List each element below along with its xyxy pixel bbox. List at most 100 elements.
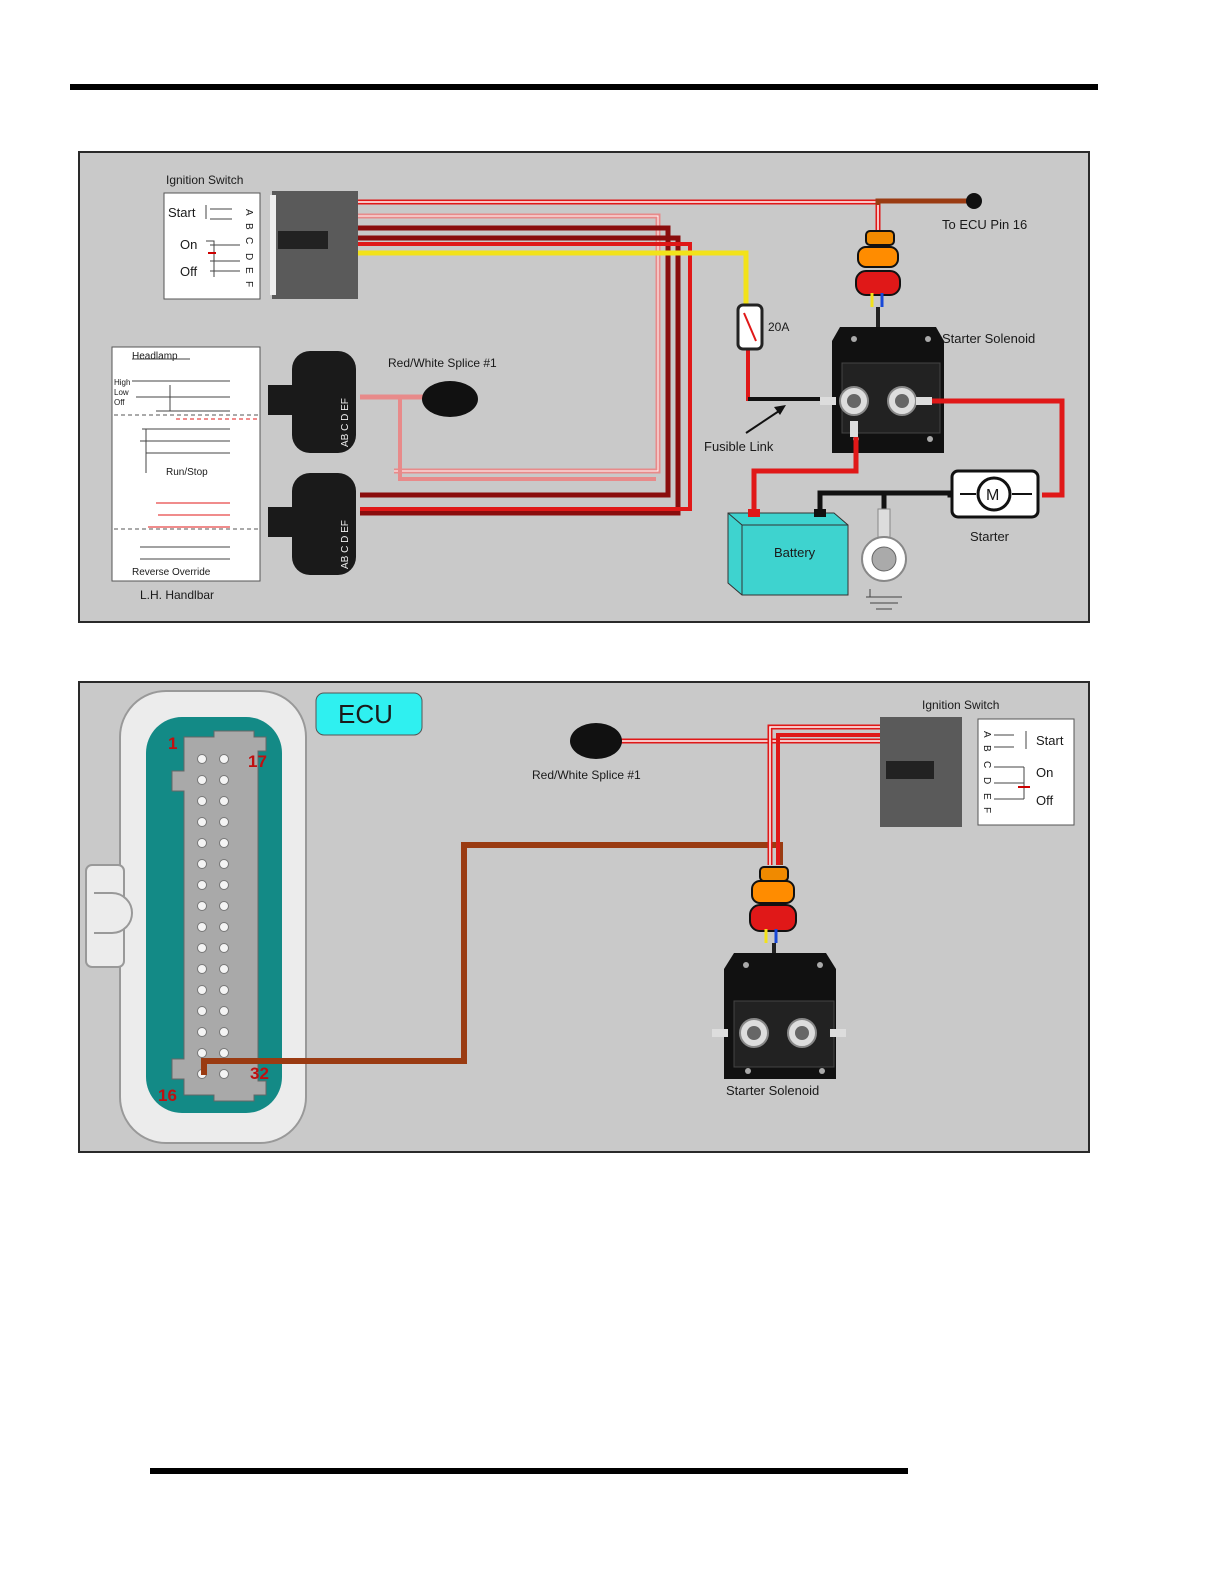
ignition2-pin-b: B bbox=[981, 745, 992, 752]
battery: Battery bbox=[727, 509, 849, 596]
ecu-pin-hole bbox=[197, 901, 207, 911]
ignition-connector-2 bbox=[880, 717, 962, 827]
battery-label: Battery bbox=[774, 545, 816, 560]
fusible-link-arrow bbox=[745, 408, 783, 434]
headlamp-low-label: Low bbox=[114, 388, 129, 397]
ignition2-pin-f: F bbox=[981, 807, 992, 813]
ecu-pin-hole bbox=[219, 796, 229, 806]
ignition2-pin-c: C bbox=[981, 761, 992, 768]
ecu-pin-hole bbox=[219, 775, 229, 785]
reverse-override-label: Reverse Override bbox=[132, 567, 211, 578]
splice-label-2: Red/White Splice #1 bbox=[532, 768, 641, 782]
upper-connector-pins: AB C D EF bbox=[340, 398, 351, 447]
ignition-start-label: Start bbox=[168, 205, 196, 220]
motor-symbol: M bbox=[986, 487, 999, 504]
ignition-switch-title: Ignition Switch bbox=[166, 173, 243, 187]
ecu-pin-hole bbox=[219, 880, 229, 890]
ignition-pin-d: D bbox=[243, 253, 254, 260]
ecu-pin-hole bbox=[197, 922, 207, 932]
solenoid-label: Starter Solenoid bbox=[942, 331, 1035, 346]
ecu-pin-16-label: 16 bbox=[158, 1086, 177, 1105]
ecu-pin-hole bbox=[219, 817, 229, 827]
ecu-pin-hole bbox=[219, 964, 229, 974]
splice-label: Red/White Splice #1 bbox=[388, 356, 497, 370]
ignition-off-label: Off bbox=[180, 264, 197, 279]
ecu-pin-hole bbox=[197, 1048, 207, 1058]
ecu-pin-hole bbox=[197, 775, 207, 785]
starter-solenoid-2 bbox=[712, 953, 846, 1079]
ecu-pin-32-label: 32 bbox=[250, 1064, 269, 1083]
ignition-pin-c: C bbox=[243, 237, 254, 244]
ecu-pin-hole bbox=[219, 1069, 229, 1079]
ignition-switch-schematic-2: A B C D E F Start On Off bbox=[977, 718, 1075, 826]
ecu-pin-hole bbox=[219, 754, 229, 764]
headlamp-label: Headlamp bbox=[132, 351, 178, 362]
ignition2-pin-a: A bbox=[981, 731, 992, 738]
ecu-pin-17-label: 17 bbox=[248, 752, 267, 771]
ecu-pin-hole bbox=[197, 1006, 207, 1016]
solenoid-connector-2 bbox=[749, 866, 797, 967]
ecu-pin-terminal bbox=[966, 193, 982, 209]
ignition2-pin-e: E bbox=[981, 793, 992, 800]
ignition2-off-label: Off bbox=[1036, 793, 1053, 808]
ecu-pin-hole bbox=[197, 943, 207, 953]
handlebar-connector-upper: AB C D EF bbox=[268, 351, 356, 453]
ecu-pin-hole bbox=[219, 1027, 229, 1037]
ignition2-start-label: Start bbox=[1036, 733, 1064, 748]
ecu-pin-hole bbox=[219, 838, 229, 848]
ecu-pin-hole bbox=[219, 901, 229, 911]
ecu-pin-hole bbox=[219, 943, 229, 953]
red-white-splice-2 bbox=[570, 723, 622, 759]
ecu-pin-hole bbox=[219, 922, 229, 932]
ecu-pin-hole bbox=[197, 838, 207, 848]
ecu-pin-hole bbox=[197, 964, 207, 974]
fuse-label: 20A bbox=[768, 320, 789, 334]
ecu-pin-hole bbox=[219, 1006, 229, 1016]
ecu-pin-hole bbox=[197, 817, 207, 827]
ecu-pin-hole bbox=[219, 859, 229, 869]
ecu-pin-label: To ECU Pin 16 bbox=[942, 217, 1027, 232]
ignition-pin-a: A bbox=[243, 209, 254, 216]
solenoid-connector bbox=[855, 230, 901, 329]
ecu-pin-hole bbox=[197, 754, 207, 764]
ignition2-pin-d: D bbox=[981, 777, 992, 784]
starter-label: Starter bbox=[970, 529, 1010, 544]
handlebar-switch-schematic: Headlamp High Low Off Run/Stop Reverse O… bbox=[111, 346, 261, 602]
run-stop-label: Run/Stop bbox=[166, 467, 208, 478]
ground-terminal bbox=[861, 508, 907, 610]
starter-solenoid: Starter Solenoid bbox=[820, 327, 1035, 453]
ignition-switch-schematic: Ignition Switch Start On Off A B C D E F bbox=[163, 173, 261, 300]
fusible-link-label: Fusible Link bbox=[704, 439, 774, 454]
red-white-splice bbox=[422, 381, 478, 417]
ignition-pin-b: B bbox=[243, 223, 254, 230]
ignition-switch-title-2: Ignition Switch bbox=[922, 698, 999, 712]
ecu-pin-1-label: 1 bbox=[168, 734, 177, 753]
starter-circuit-diagram: Ignition Switch Start On Off A B C D E F bbox=[78, 151, 1090, 623]
ecu-pin-hole bbox=[219, 1048, 229, 1058]
lower-connector-pins: AB C D EF bbox=[340, 520, 351, 569]
handlebar-connector-lower: AB C D EF bbox=[268, 473, 356, 575]
fuse-20a: 20A bbox=[736, 303, 789, 351]
ignition-wires bbox=[358, 198, 976, 516]
handlebar-title: L.H. Handlbar bbox=[140, 588, 214, 602]
headlamp-off-label: Off bbox=[114, 398, 125, 407]
ecu-title-badge: ECU bbox=[315, 692, 423, 736]
ecu-pin-hole bbox=[197, 985, 207, 995]
ecu-title: ECU bbox=[338, 699, 393, 729]
ignition-pin-e: E bbox=[243, 267, 254, 274]
ecu-pin-grid bbox=[197, 754, 229, 1079]
ecu-pin-hole bbox=[197, 796, 207, 806]
top-rule bbox=[70, 84, 1098, 90]
ecu-pin-hole bbox=[197, 1027, 207, 1037]
ecu-connector: 1 17 16 32 bbox=[85, 690, 307, 1144]
splice-to-ignition-wires bbox=[620, 724, 880, 865]
headlamp-high-label: High bbox=[114, 378, 130, 387]
ecu-circuit-diagram: 1 17 16 32 ECU Red/White Splice #1 Ignit… bbox=[78, 681, 1090, 1153]
ecu-pin-hole bbox=[219, 985, 229, 995]
ignition-pin-f: F bbox=[243, 281, 254, 287]
ecu-pin-hole bbox=[197, 880, 207, 890]
ignition-connector bbox=[270, 191, 358, 299]
ignition-on-label: On bbox=[180, 237, 197, 252]
starter-motor: M Starter bbox=[950, 469, 1040, 544]
ignition2-on-label: On bbox=[1036, 765, 1053, 780]
